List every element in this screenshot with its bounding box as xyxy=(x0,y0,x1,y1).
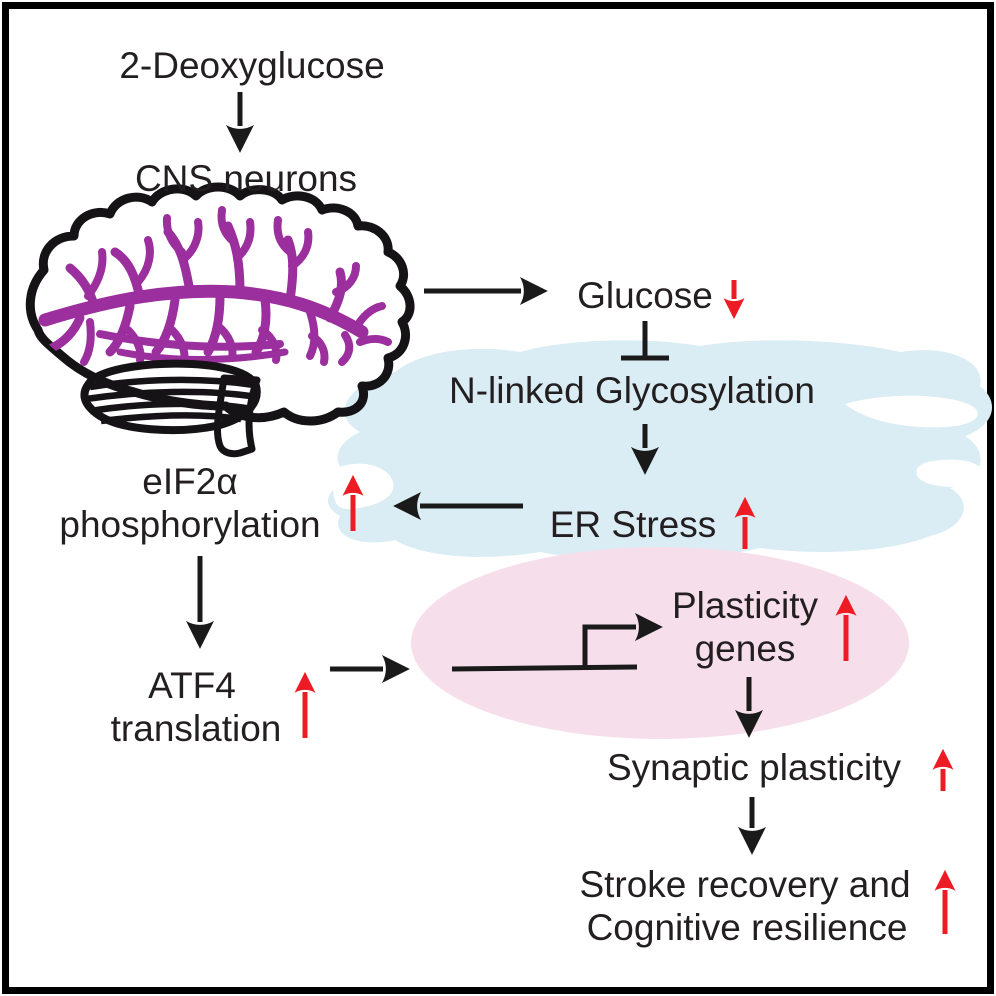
gene-promoter-icon xyxy=(451,613,663,672)
nucleus-ellipse xyxy=(411,547,909,739)
label-er-stress: ER Stress xyxy=(550,504,717,545)
brain-vessels xyxy=(38,206,392,366)
label-synaptic-plasticity: Synaptic plasticity xyxy=(607,747,902,788)
er-blob-white-channel-2 xyxy=(916,459,983,487)
label-plasticity-line1: Plasticity xyxy=(672,585,818,626)
label-plasticity-line2: genes xyxy=(695,628,796,669)
label-eif2a-line1: eIF2α xyxy=(142,461,237,502)
brain-icon xyxy=(25,182,415,458)
label-atf4-line2: translation xyxy=(111,708,282,749)
inhibition-tbar-icon xyxy=(621,321,669,361)
label-n-linked-glycosylation: N-linked Glycosylation xyxy=(449,370,815,411)
cerebellum-stripes xyxy=(85,376,258,425)
label-outcome-line2: Cognitive resilience xyxy=(587,907,908,948)
label-atf4-line1: ATF4 xyxy=(148,665,236,706)
label-outcome-line1: Stroke recovery and xyxy=(579,864,910,905)
er-blob-white-channel xyxy=(845,395,978,428)
label-glucose: Glucose xyxy=(577,275,713,316)
label-cns-neurons: CNS neurons xyxy=(135,158,357,199)
label-2-deoxyglucose: 2-Deoxyglucose xyxy=(119,45,384,86)
label-eif2a-line2: phosphorylation xyxy=(59,504,320,545)
